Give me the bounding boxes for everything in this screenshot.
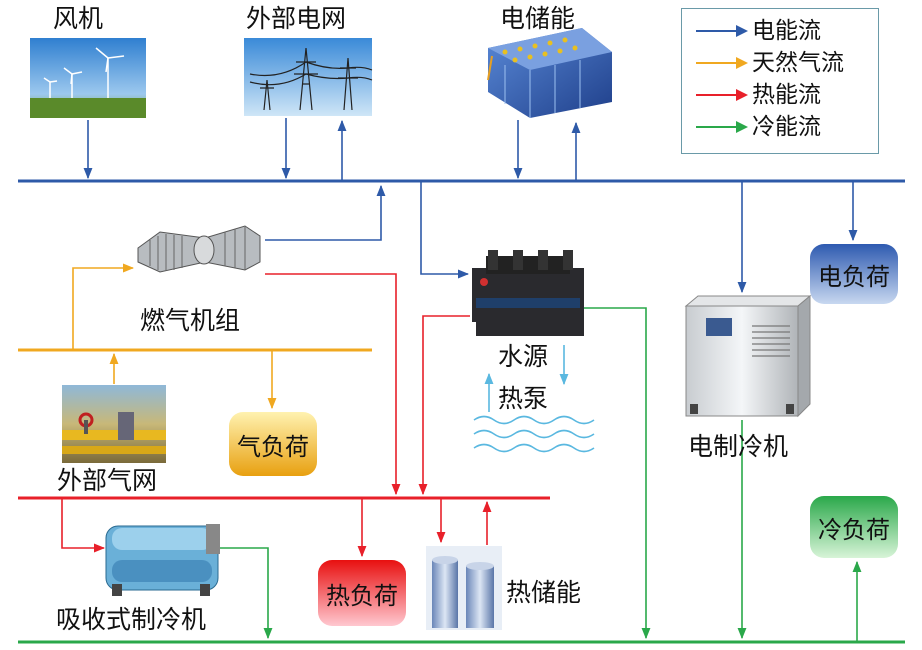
cold-load-bg [810, 496, 898, 558]
turbine-to-bus-arrow [265, 184, 386, 241]
electric-chiller-image [684, 294, 812, 418]
power-grid-image [244, 38, 373, 116]
legend-item-electric: 电能流 [694, 17, 821, 45]
absorption-cold-arrow [220, 547, 273, 640]
gas-load: 气负荷 [237, 432, 309, 461]
wind-turbine-image [30, 38, 146, 118]
water-source-heat-pump-image [472, 250, 584, 336]
heat-load: 热负荷 [326, 581, 398, 610]
legend-label-gas: 天然气流 [752, 49, 844, 76]
heatpump-cold-arrow [584, 307, 651, 640]
absorption-chiller-image [105, 524, 220, 596]
gas-turbine-label: 燃气机组 [140, 306, 241, 335]
heat-storage-label: 热储能 [506, 578, 582, 607]
heat-load-bg [318, 560, 406, 626]
legend-arrow-gas-icon [696, 57, 748, 69]
gas-load-bg [229, 412, 317, 476]
power-grid-label: 外部电网 [246, 4, 347, 33]
legend-label-cold: 冷能流 [752, 113, 821, 140]
electric-load-bg [810, 244, 898, 304]
legend-item-gas: 天然气流 [694, 49, 844, 77]
electric-storage-label: 电储能 [500, 4, 576, 33]
turbine-heat-arrow [265, 273, 401, 496]
legend-item-cold: 冷能流 [694, 113, 821, 141]
bus-to-absorption-arrow [61, 498, 106, 553]
legend-label-electric: 电能流 [752, 17, 821, 44]
wind-turbine-label: 风机 [53, 4, 104, 33]
gas-to-turbine-arrow [72, 263, 135, 350]
electric-chiller-label: 电制冷机 [688, 432, 789, 461]
legend-arrow-heat-icon [696, 89, 748, 101]
gas-network-label: 外部气网 [57, 466, 158, 495]
legend-item-heat: 热能流 [694, 81, 821, 109]
heatpump-heat-arrow [418, 315, 470, 496]
heat-pump-label-line2: 热泵 [498, 384, 549, 413]
electric-load: 电负荷 [818, 262, 890, 291]
legend-arrow-cold-icon [696, 121, 748, 133]
gas-turbine-image [137, 225, 261, 273]
heat-storage-tank-image [426, 546, 502, 630]
battery-storage-image [487, 28, 612, 118]
heat-pump-label-line1: 水源 [498, 342, 549, 371]
gas-network-image [62, 385, 166, 463]
legend-arrow-electric-icon [696, 25, 748, 37]
legend: 电能流 天然气流 热能流 冷能流 [681, 8, 879, 154]
bus-to-heatpump-arrow [420, 181, 470, 279]
cold-load: 冷负荷 [818, 515, 890, 544]
legend-label-heat: 热能流 [752, 81, 821, 108]
absorption-chiller-label: 吸收式制冷机 [56, 605, 207, 634]
water-waves [473, 415, 595, 453]
